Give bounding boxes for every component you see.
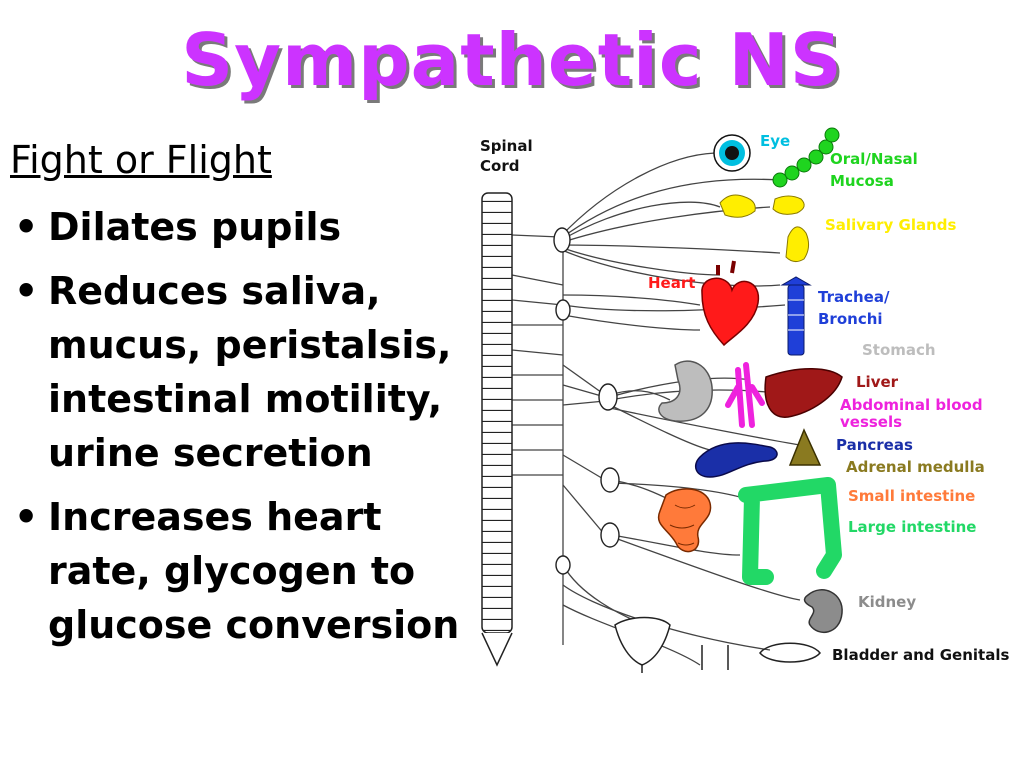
small-intestine-icon: [657, 488, 712, 553]
organ-label-adrenal: Adrenal medulla: [846, 458, 985, 476]
slide-title: Sympathetic NS: [181, 18, 843, 102]
large-intestine-icon: [738, 477, 842, 585]
organ-label-trachea: Trachea/Bronchi: [818, 288, 890, 328]
stomach-icon: [658, 360, 713, 422]
bullet-item: • Dilates pupils: [8, 200, 468, 254]
adrenal-icon: [788, 428, 822, 466]
salivary-gland-icon: [719, 194, 810, 263]
bullet-dot: •: [14, 269, 39, 313]
liver-icon: [764, 368, 843, 418]
organ-label-small-intestine: Small intestine: [848, 487, 975, 505]
mucosa-icon: [772, 127, 840, 188]
bullet-list: • Dilates pupils • Reduces saliva, mucus…: [8, 200, 468, 662]
organ-label-bladder: Bladder and Genitals: [832, 646, 1009, 664]
organ-label-pancreas: Pancreas: [836, 436, 913, 454]
bullet-item: • Increases heart rate, glycogen to gluc…: [8, 490, 468, 652]
spinal-cord-label: Spinal Cord: [480, 137, 538, 175]
heart-icon: [701, 260, 760, 347]
organ-label-kidney: Kidney: [858, 593, 916, 611]
bullet-line: glucose conversion: [48, 603, 460, 647]
bladder-icon: [614, 616, 821, 673]
organ-label-large-intestine: Large intestine: [848, 518, 976, 536]
spinal-cord: [481, 192, 513, 667]
organ-label-liver: Liver: [856, 373, 899, 391]
bullet-dot: •: [14, 205, 39, 249]
bullet-line: intestinal motility,: [48, 377, 443, 421]
organ-label-heart: Heart: [648, 274, 695, 292]
sympathetic-diagram: Spinal Cord: [480, 127, 1009, 673]
trachea-icon: [780, 276, 812, 356]
bullet-dot: •: [14, 495, 39, 539]
eye-icon: [713, 134, 751, 172]
pancreas-icon: [694, 442, 778, 478]
blood-vessel-icon: [725, 362, 765, 428]
bullet-line: Increases heart: [48, 495, 382, 539]
bullet-line: urine secretion: [48, 431, 373, 475]
organ-label-stomach: Stomach: [862, 341, 936, 359]
bullet-line: rate, glycogen to: [48, 549, 416, 593]
bullet-line: Dilates pupils: [48, 205, 342, 249]
slide-subtitle: Fight or Flight: [10, 138, 272, 182]
organ-label-salivary: Salivary Glands: [825, 216, 956, 234]
bullet-line: Reduces saliva,: [48, 269, 381, 313]
bullet-line: mucus, peristalsis,: [48, 323, 452, 367]
kidney-icon: [803, 589, 843, 634]
nerve-lines: [511, 152, 801, 666]
bullet-item: • Reduces saliva, mucus, peristalsis, in…: [8, 264, 468, 480]
ganglia: [553, 227, 620, 575]
organ-label-eye: Eye: [760, 132, 790, 150]
